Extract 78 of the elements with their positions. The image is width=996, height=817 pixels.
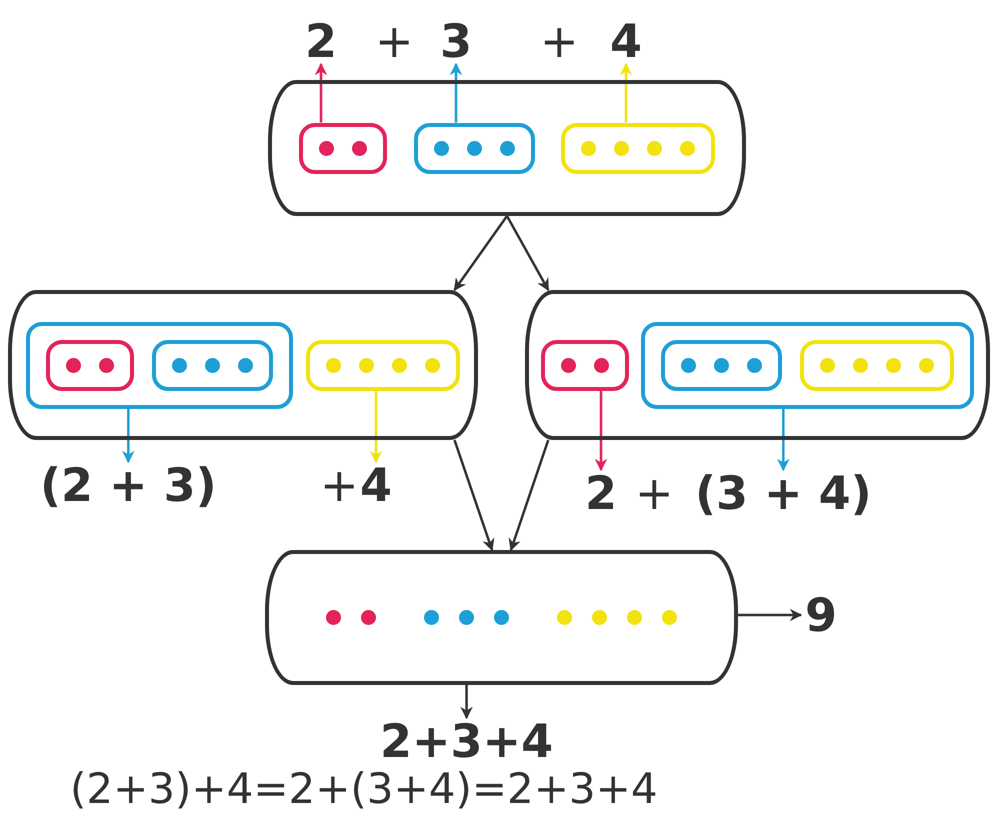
plus-sign: + <box>635 470 674 516</box>
set-outline <box>661 340 782 390</box>
dot <box>326 358 342 372</box>
arrow <box>506 215 550 292</box>
arrow <box>620 62 632 122</box>
dot <box>434 140 448 156</box>
arrow <box>460 685 473 720</box>
dot <box>466 140 482 156</box>
dot <box>318 140 334 156</box>
plus-sign: + <box>320 462 359 508</box>
dot <box>886 358 901 372</box>
number-expression: 9 <box>805 592 838 638</box>
number-expression: 4 <box>360 462 392 508</box>
dot <box>647 140 662 156</box>
group-panel <box>265 550 738 685</box>
dot <box>352 140 367 156</box>
dot <box>681 358 696 372</box>
number-expression: 4 <box>610 18 642 64</box>
dot <box>680 140 696 156</box>
arrow <box>594 390 608 472</box>
dot <box>561 358 576 372</box>
number-expression: 2+3+4 <box>380 718 554 764</box>
group-panel <box>525 290 990 440</box>
dot <box>557 610 572 625</box>
set-outline <box>414 122 534 174</box>
dot <box>614 140 630 156</box>
arrow <box>453 440 494 552</box>
number-expression: 2 <box>585 470 618 516</box>
dot <box>592 610 607 625</box>
dot <box>820 358 835 372</box>
dot <box>98 358 114 372</box>
set-outline <box>152 340 273 390</box>
dot <box>581 140 596 156</box>
plus-sign: + <box>540 18 579 64</box>
group-panel <box>8 290 478 440</box>
set-outline <box>46 340 134 390</box>
arrow <box>453 215 508 292</box>
dot <box>714 358 729 372</box>
dot <box>500 140 514 156</box>
dot <box>172 358 187 372</box>
set-outline <box>541 340 629 390</box>
dot <box>238 358 253 372</box>
dot <box>662 610 677 625</box>
plus-sign: + <box>375 18 414 64</box>
set-outline <box>306 340 460 390</box>
set-outline <box>26 322 293 408</box>
equation-caption: (2+3)+4=2+(3+4)=2+3+4 <box>70 768 658 810</box>
arrow <box>314 62 328 122</box>
dot <box>594 358 609 372</box>
dot <box>494 610 509 625</box>
dot <box>326 610 341 625</box>
set-outline <box>298 122 387 174</box>
arrow <box>508 440 550 552</box>
arrow <box>370 390 382 464</box>
set-outline <box>641 322 974 408</box>
arrow <box>450 62 462 122</box>
dot <box>747 358 762 372</box>
arrow <box>738 608 802 622</box>
dot <box>853 358 868 372</box>
set-outline <box>800 340 954 390</box>
dot <box>459 610 474 625</box>
dot <box>425 358 440 372</box>
arrow <box>122 408 135 464</box>
dot <box>392 358 408 372</box>
dot <box>627 610 642 625</box>
arrow <box>777 408 790 472</box>
number-expression: 2 <box>305 18 338 64</box>
dot <box>359 358 374 372</box>
dot <box>424 610 439 625</box>
dot <box>919 358 934 372</box>
set-outline <box>561 122 716 174</box>
dot <box>66 358 81 372</box>
number-expression: 3 <box>440 18 472 64</box>
number-expression: (3 + 4) <box>695 470 872 516</box>
group-panel <box>268 80 746 216</box>
dot <box>204 358 220 372</box>
number-expression: (2 + 3) <box>40 462 217 508</box>
dot <box>361 610 376 625</box>
